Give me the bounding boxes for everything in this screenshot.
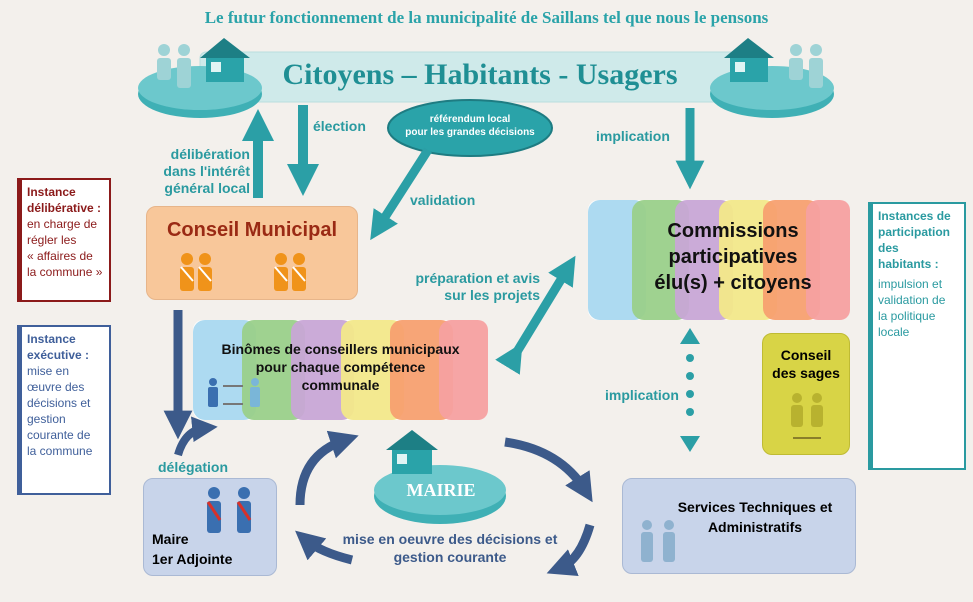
color-stripe — [806, 200, 850, 320]
house-icon — [386, 430, 438, 474]
mise-en-oeuvre-label: mise en oeuvre des décisions et gestion … — [342, 531, 558, 565]
services-title: Services Techniques et Administratifs — [677, 499, 833, 535]
note-deliberative: Instance délibérative : en charge de rég… — [17, 178, 111, 302]
arrow-delegation-up — [174, 416, 218, 457]
binome-people-icon — [208, 378, 260, 407]
conseil-municipal-title: Conseil Municipal — [166, 219, 338, 241]
elected-people-icon — [180, 253, 306, 291]
arrow-validation — [370, 147, 432, 241]
implication-top-label: implication — [596, 128, 670, 144]
sages-people-icon — [791, 393, 823, 439]
color-stripe — [438, 320, 488, 420]
conseil-sages-title: Conseil des sages — [772, 347, 840, 381]
staff-people-icon — [641, 520, 675, 562]
referendum-ellipse — [387, 99, 553, 157]
binomes-box: Binômes de conseillers municipaux pour c… — [193, 320, 488, 420]
note-executive: Instance exécutive : mise en œuvre des d… — [17, 325, 111, 495]
commissions-title: Commissions participatives élu(s) + cito… — [654, 220, 812, 294]
mayor-people-icon — [206, 487, 252, 533]
maire-title: Maire 1er Adjointe — [152, 531, 233, 567]
validation-label: validation — [410, 192, 476, 208]
deliberation-label: délibération dans l'intérêt général loca… — [163, 146, 250, 196]
conseil-sages-box: Conseil des sages — [762, 333, 850, 455]
people-icon — [157, 44, 823, 88]
note-participation: Instances de participation des habitants… — [868, 202, 966, 470]
services-box: Services Techniques et Administratifs — [622, 478, 856, 574]
election-label: élection — [313, 118, 366, 134]
arrow-preparation — [495, 255, 576, 375]
commissions-box: Commissions participatives élu(s) + cito… — [588, 200, 850, 320]
binomes-title: Binômes de conseillers municipaux pour c… — [221, 341, 460, 393]
page-title: Le futur fonctionnement de la municipali… — [204, 8, 769, 27]
dotted-link — [680, 328, 700, 452]
banner-title: Citoyens – Habitants - Usagers — [282, 58, 678, 91]
arrow-cycle-bottom-right — [546, 523, 595, 577]
house-icon — [724, 38, 774, 82]
arrow-cycle-bottom-left — [295, 530, 354, 565]
commissions-stripes — [588, 200, 850, 320]
referendum-label: référendum local pour les grandes décisi… — [405, 114, 535, 138]
preparation-label: préparation et avis sur les projets — [415, 270, 541, 303]
arrow-cycle-left — [295, 430, 359, 506]
implication-mid-label: implication — [605, 387, 679, 403]
delegation-label: délégation — [158, 459, 229, 475]
binomes-stripes — [193, 320, 488, 420]
house-icon — [200, 38, 250, 82]
mairie-label: MAIRIE — [406, 480, 476, 500]
conseil-municipal-box: Conseil Municipal — [146, 206, 358, 300]
arrow-cycle-right — [504, 437, 593, 503]
maire-box: Maire 1er Adjointe — [143, 478, 277, 576]
